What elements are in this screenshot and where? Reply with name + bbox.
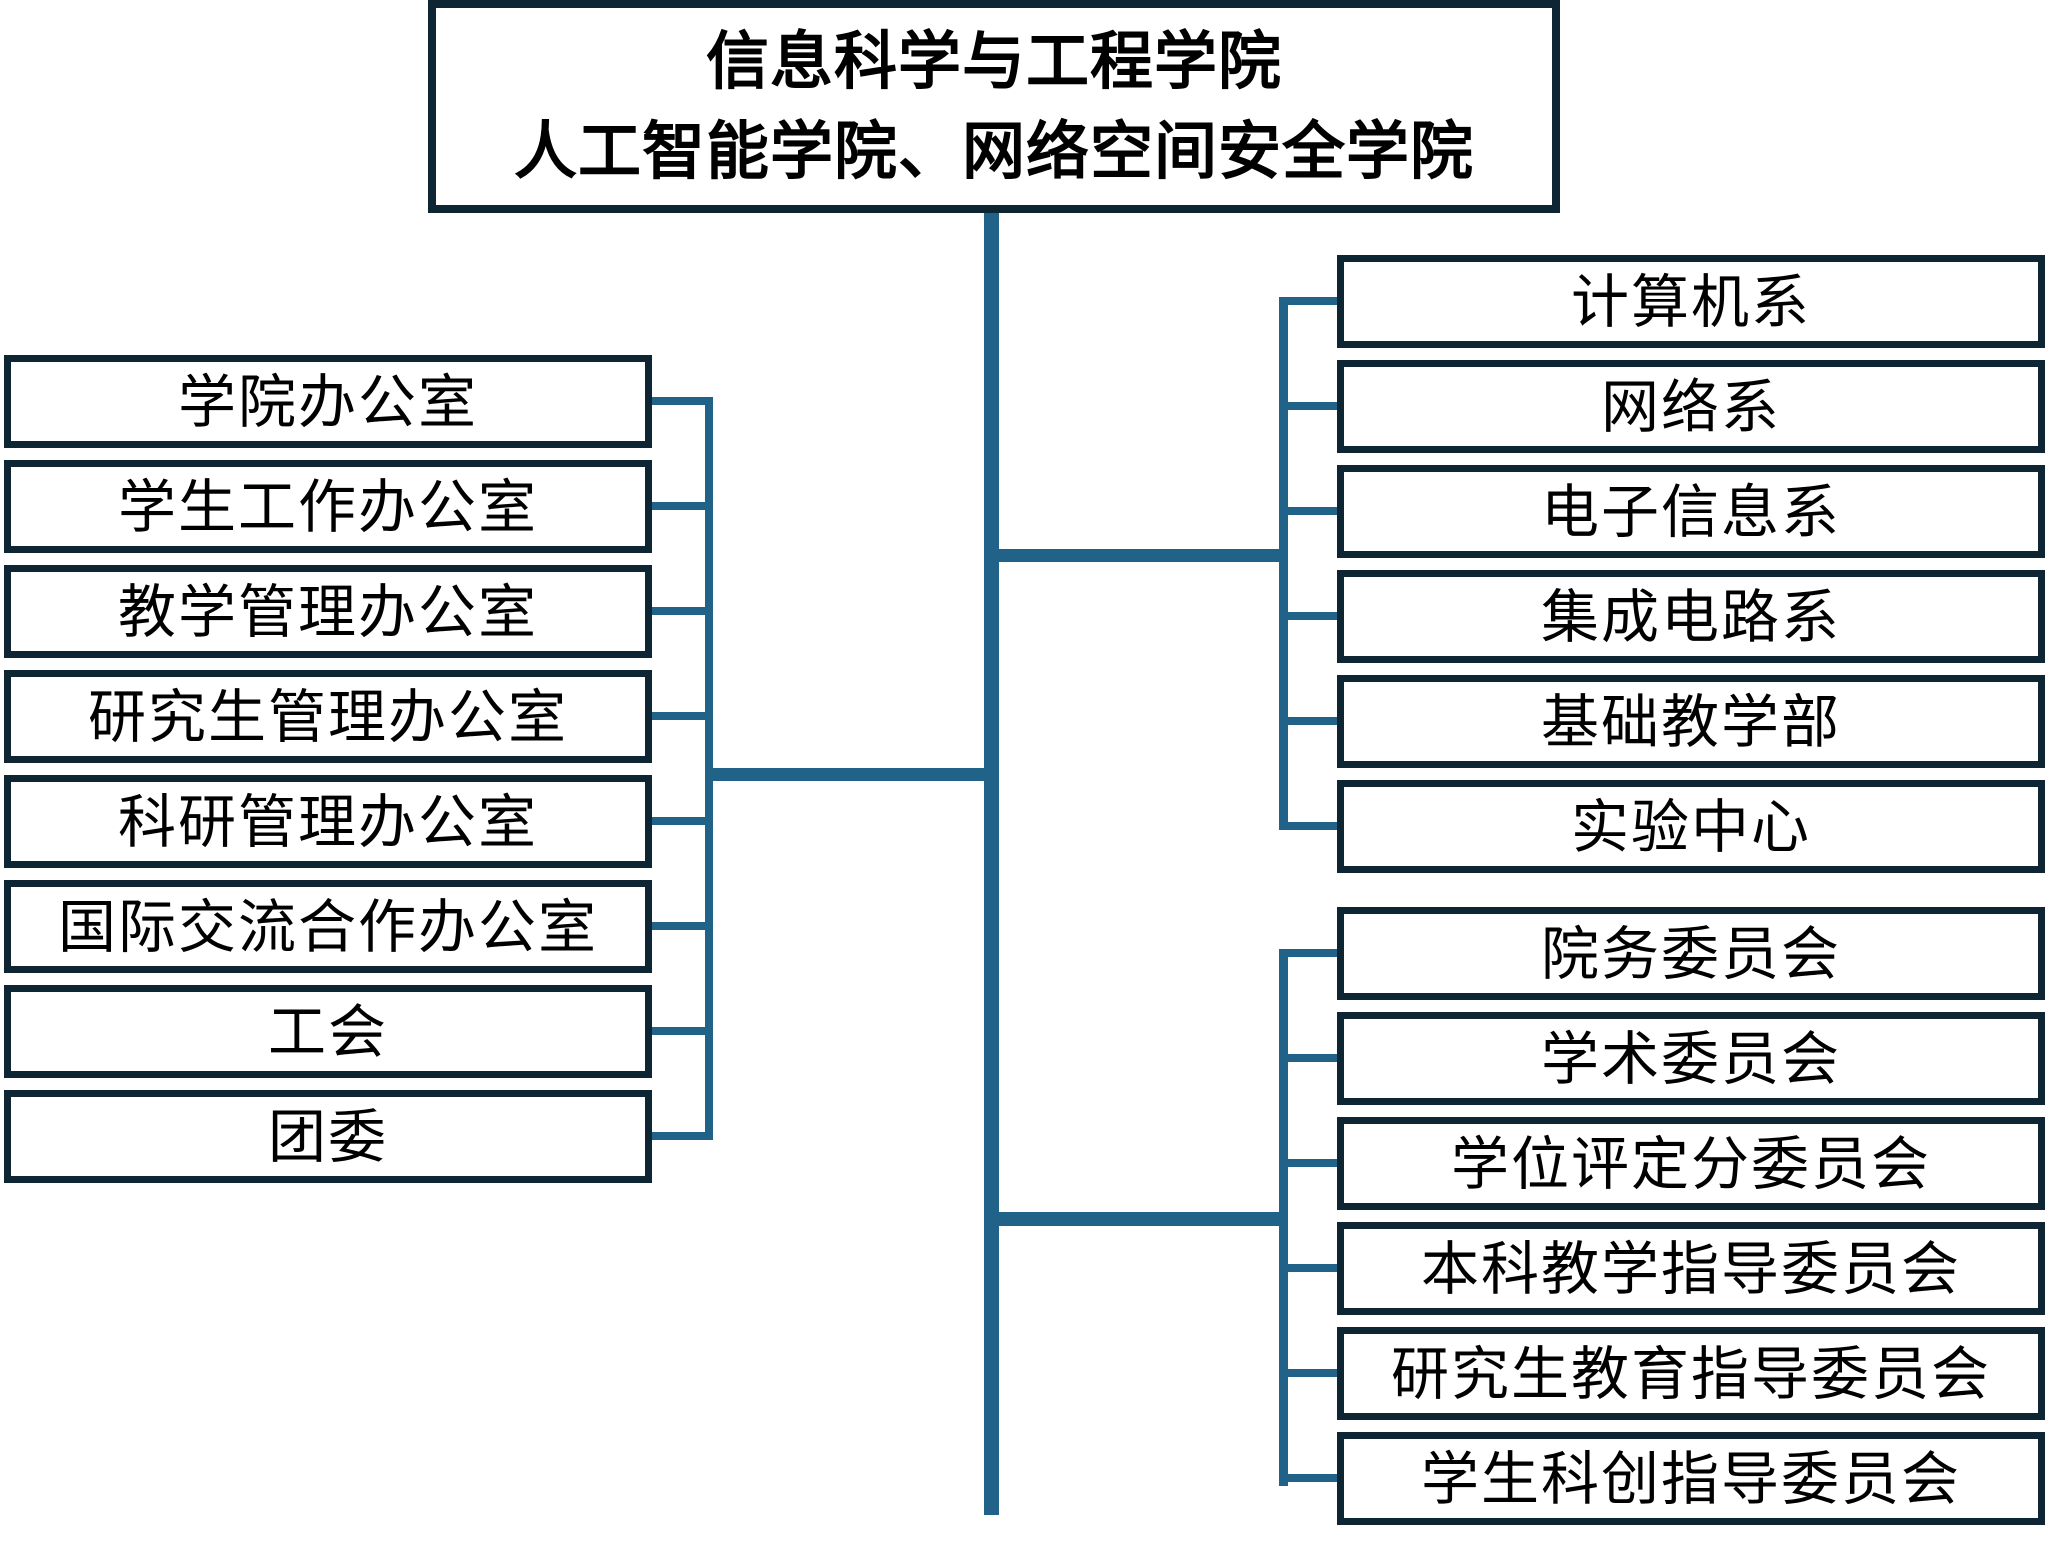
left-bracket-line — [705, 397, 713, 1140]
right-box-graduate-education-committee: 研究生教育指导委员会 — [1337, 1327, 2045, 1420]
left-tick-6 — [650, 1027, 705, 1035]
left-tick-3 — [650, 712, 705, 720]
box-label: 研究生管理办公室 — [87, 682, 568, 751]
box-label: 教学管理办公室 — [117, 577, 538, 646]
left-box-teaching-admin-office: 教学管理办公室 — [4, 565, 652, 658]
left-box-student-affairs-office: 学生工作办公室 — [4, 460, 652, 553]
right-top-tick-5 — [1288, 822, 1337, 830]
right-top-tick-2 — [1288, 507, 1337, 515]
right-top-tick-4 — [1288, 717, 1337, 725]
right-top-tick-1 — [1288, 402, 1337, 410]
title-line-2: 人工智能学院、网络空间安全学院 — [514, 114, 1474, 188]
box-label: 实验中心 — [1570, 792, 1811, 861]
left-tick-2 — [650, 607, 705, 615]
right-top-tick-0 — [1288, 297, 1337, 305]
right-box-experiment-center: 实验中心 — [1337, 780, 2045, 873]
box-label: 研究生教育指导委员会 — [1390, 1339, 1991, 1408]
left-box-research-admin-office: 科研管理办公室 — [4, 775, 652, 868]
left-box-youth-league: 团委 — [4, 1090, 652, 1183]
title-line-1: 信息科学与工程学院 — [706, 25, 1282, 99]
right-box-academic-committee: 学术委员会 — [1337, 1012, 2045, 1105]
right-bottom-tick-4 — [1288, 1369, 1337, 1377]
right-bottom-branch-line — [992, 1212, 1287, 1226]
box-label: 网络系 — [1600, 372, 1781, 441]
box-label: 本科教学指导委员会 — [1420, 1234, 1961, 1303]
right-bottom-tick-3 — [1288, 1264, 1337, 1272]
box-label: 国际交流合作办公室 — [57, 892, 598, 961]
left-box-college-office: 学院办公室 — [4, 355, 652, 448]
left-tick-4 — [650, 817, 705, 825]
right-box-network-dept: 网络系 — [1337, 360, 2045, 453]
right-box-basic-teaching-dept: 基础教学部 — [1337, 675, 2045, 768]
right-bottom-tick-2 — [1288, 1159, 1337, 1167]
right-box-computer-dept: 计算机系 — [1337, 255, 2045, 348]
left-box-graduate-admin-office: 研究生管理办公室 — [4, 670, 652, 763]
box-label: 学院办公室 — [177, 367, 478, 436]
right-box-college-affairs-committee: 院务委员会 — [1337, 907, 2045, 1000]
box-label: 学位评定分委员会 — [1450, 1129, 1931, 1198]
right-top-bracket-line — [1279, 297, 1288, 830]
box-label: 工会 — [267, 997, 388, 1066]
central-trunk-line — [984, 213, 999, 1515]
box-label: 团委 — [267, 1102, 388, 1171]
box-label: 电子信息系 — [1540, 477, 1841, 546]
box-label: 集成电路系 — [1540, 582, 1841, 651]
box-label: 科研管理办公室 — [117, 787, 538, 856]
box-label: 学生工作办公室 — [117, 472, 538, 541]
right-box-electronic-info-dept: 电子信息系 — [1337, 465, 2045, 558]
box-label: 计算机系 — [1570, 267, 1811, 336]
right-box-undergraduate-teaching-committee: 本科教学指导委员会 — [1337, 1222, 2045, 1315]
left-branch-line — [705, 768, 992, 781]
left-tick-5 — [650, 922, 705, 930]
right-box-student-innovation-committee: 学生科创指导委员会 — [1337, 1432, 2045, 1525]
box-label: 学生科创指导委员会 — [1420, 1444, 1961, 1513]
right-bottom-bracket-line — [1279, 949, 1288, 1486]
left-tick-1 — [650, 502, 705, 510]
box-label: 学术委员会 — [1540, 1024, 1841, 1093]
right-top-tick-3 — [1288, 612, 1337, 620]
box-label: 基础教学部 — [1540, 687, 1841, 756]
left-box-labor-union: 工会 — [4, 985, 652, 1078]
right-box-degree-evaluation-subcommittee: 学位评定分委员会 — [1337, 1117, 2045, 1210]
right-box-integrated-circuit-dept: 集成电路系 — [1337, 570, 2045, 663]
title-box: 信息科学与工程学院 人工智能学院、网络空间安全学院 — [428, 0, 1560, 213]
right-bottom-tick-5 — [1288, 1474, 1337, 1482]
right-bottom-tick-1 — [1288, 1054, 1337, 1062]
right-top-branch-line — [992, 549, 1287, 562]
left-tick-0 — [650, 397, 705, 405]
left-box-international-office: 国际交流合作办公室 — [4, 880, 652, 973]
right-bottom-tick-0 — [1288, 949, 1337, 957]
left-tick-7 — [650, 1132, 705, 1140]
box-label: 院务委员会 — [1540, 919, 1841, 988]
